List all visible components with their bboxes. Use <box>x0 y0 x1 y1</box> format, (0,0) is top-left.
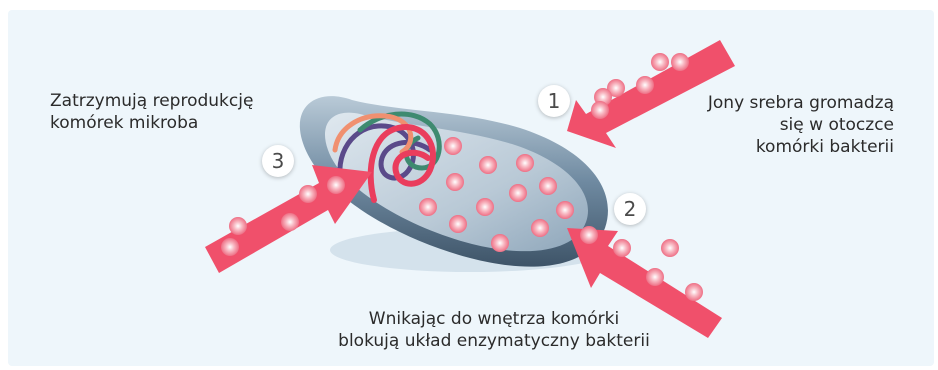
label-block-enzymes: Wnikając do wnętrza komórki blokują ukła… <box>318 308 670 352</box>
step-1-badge: 1 <box>538 85 570 117</box>
label-ions-accumulate: Jony srebra gromadzą się w otoczce komór… <box>708 92 894 158</box>
silver-ion <box>444 137 462 155</box>
silver-ion <box>613 239 631 257</box>
silver-ion <box>491 234 509 252</box>
silver-ion <box>299 185 317 203</box>
label-line: Zatrzymują reprodukcję <box>50 90 253 112</box>
silver-ion <box>556 201 574 219</box>
silver-ion <box>281 213 299 231</box>
label-line: komórek mikroba <box>50 112 253 134</box>
silver-ion <box>636 76 654 94</box>
silver-ion <box>476 198 494 216</box>
silver-ion <box>646 268 664 286</box>
step-3-badge: 3 <box>262 145 294 177</box>
silver-ion <box>661 239 679 257</box>
silver-ion <box>651 53 669 71</box>
silver-ion <box>539 177 557 195</box>
silver-ion <box>685 283 703 301</box>
silver-ion <box>531 219 549 237</box>
silver-ion <box>591 101 609 119</box>
silver-ion <box>671 53 689 71</box>
label-line: blokują układ enzymatyczny bakterii <box>318 330 670 352</box>
silver-ion <box>446 173 464 191</box>
silver-ion <box>449 215 467 233</box>
silver-ion <box>327 176 345 194</box>
silver-ion <box>221 238 239 256</box>
silver-ion <box>580 226 598 244</box>
label-line: się w otoczce <box>708 114 894 136</box>
step-2-badge: 2 <box>614 193 646 225</box>
label-line: komórki bakterii <box>708 136 894 158</box>
label-line: Wnikając do wnętrza komórki <box>318 308 670 330</box>
silver-ion <box>479 156 497 174</box>
label-line: Jony srebra gromadzą <box>708 92 894 114</box>
silver-ion <box>509 184 527 202</box>
label-stop-reproduction: Zatrzymują reprodukcję komórek mikroba <box>50 90 253 134</box>
silver-ion <box>229 217 247 235</box>
silver-ion <box>516 154 534 172</box>
silver-ion <box>419 198 437 216</box>
